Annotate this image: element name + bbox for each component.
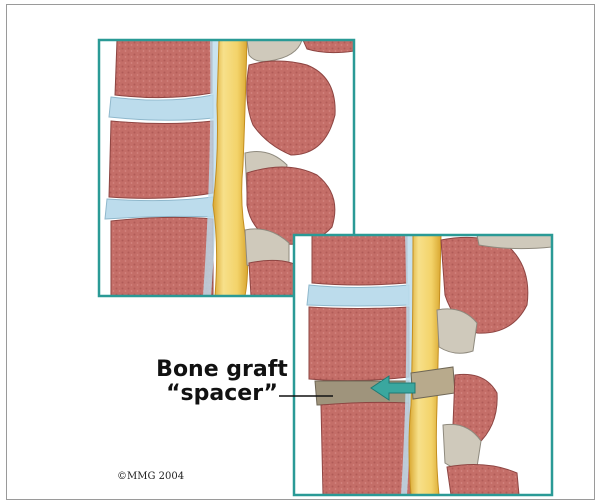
vertebra-upper: [115, 40, 212, 98]
vertebra-middle: [109, 121, 213, 198]
vertebra-upper-2: [312, 235, 407, 285]
after-panel: [294, 235, 552, 495]
vertebra-middle-2: [309, 307, 409, 381]
spinal-cord-2: [409, 235, 441, 495]
copyright-text: ©MMG 2004: [117, 471, 184, 482]
disc-upper-2: [307, 285, 409, 306]
illustration-canvas: Bone graft “spacer” ©MMG 2004: [6, 4, 595, 500]
vertebra-lower-2: [321, 402, 411, 495]
graft-label-line1: Bone graft: [147, 357, 297, 383]
spinal-cord: [213, 40, 248, 296]
vertebra-lower: [111, 217, 213, 296]
disc-lower: [105, 197, 213, 219]
spine-illustration: [7, 5, 595, 500]
graft-label-line2: “spacer”: [157, 381, 287, 407]
